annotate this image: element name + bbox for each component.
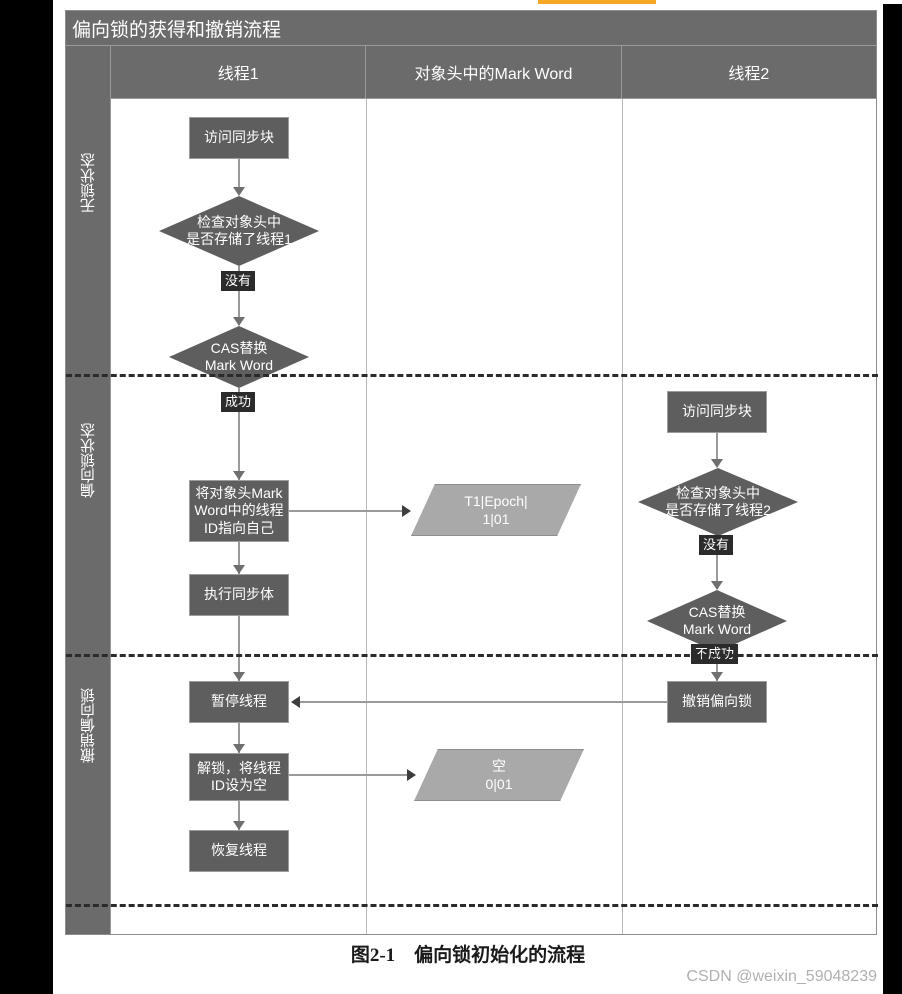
edge-t1-unlock-to-resume [238,801,240,830]
document-page: 偏向锁的获得和撤销流程 无锁状态 偏向锁状态 撤销偏向锁 线程1 对象头中的Ma… [53,0,902,994]
flowchart-diagram: 偏向锁的获得和撤销流程 无锁状态 偏向锁状态 撤销偏向锁 线程1 对象头中的Ma… [65,10,878,935]
edge-t1-access-to-check [238,159,240,192]
arrowhead-markword-biased [402,505,411,517]
node-t1-cas[interactable]: CAS替换 Mark Word [169,326,309,388]
node-t1-check[interactable]: 检查对象头中 是否存储了线程1 [159,196,319,266]
node-t1-exec[interactable]: 执行同步体 [189,574,289,616]
node-t2-cas[interactable]: CAS替换 Mark Word [647,590,787,652]
arrowhead-t1-point [233,471,245,480]
node-markword-empty[interactable]: 空 0|01 [414,749,584,801]
node-markword-biased-label: T1|Epoch| 1|01 [464,492,528,527]
arrowhead-t2-revoke [711,672,723,681]
node-t2-access[interactable]: 访问同步块 [667,391,767,433]
figure-number: 图2-1 [350,945,396,966]
edge-label-t2-none: 没有 [699,535,734,555]
arrowhead-t1-check [233,187,245,196]
node-t2-revoke[interactable]: 撤销偏向锁 [667,681,767,723]
lane-rail: 无锁状态 偏向锁状态 撤销偏向锁 [66,46,111,934]
node-t1-pause[interactable]: 暂停线程 [189,681,289,723]
column-divider-1 [366,99,367,934]
top-white-strip [106,0,902,4]
node-t1-access[interactable]: 访问同步块 [189,117,289,159]
edge-unlock-to-markword [289,774,409,776]
edge-t1-pause-to-unlock [238,723,240,753]
lane-separator-1 [66,374,878,377]
column-divider-2 [622,99,623,934]
arrowhead-t1-pause [233,672,245,681]
lane-label-revoke: 撤销偏向锁 [80,688,97,764]
edge-label-t1-none: 没有 [221,271,256,291]
node-t1-point-self[interactable]: 将对象头Mark Word中的线程 ID指向自己 [189,480,289,542]
node-t1-unlock[interactable]: 解锁，将线程 ID设为空 [189,753,289,801]
edge-point-to-markword [289,510,404,512]
column-header-thread2: 线程2 [728,66,770,83]
lane-label-biased: 偏向锁状态 [80,423,97,499]
edge-revoke-to-pause [300,701,667,703]
arrowhead-t1-pause-from-revoke [291,696,300,708]
edge-t1-check-to-cas [238,266,240,325]
lane-label-unlocked: 无锁状态 [80,153,97,214]
node-t2-check[interactable]: 检查对象头中 是否存储了线程2 [638,468,798,536]
diagram-title: 偏向锁的获得和撤销流程 [72,19,282,41]
column-header-thread1: 线程1 [111,46,367,98]
edge-t2-access-to-check [716,433,718,465]
edge-t1-exec-to-pause [238,616,240,681]
parallelogram-shape-empty [414,749,584,801]
edge-t1-cas-to-point [238,388,240,480]
arrowhead-t1-cas [233,317,245,326]
column-header-row: 线程1 对象头中的Mark Word 线程2 [111,46,876,99]
arrowhead-t2-cas [711,581,723,590]
edge-t2-check-to-cas [716,536,718,589]
node-t1-check-label: 检查对象头中 是否存储了线程1 [186,213,292,248]
arrowhead-markword-empty [407,769,416,781]
top-accent-bar [538,0,656,4]
column-header-markword: 对象头中的Mark Word [366,46,622,98]
figure-caption: 图2-1 偏向锁初始化的流程 [53,940,883,967]
lane-separator-2 [66,654,878,657]
arrowhead-t1-unlock [233,744,245,753]
node-t1-cas-label: CAS替换 Mark Word [204,339,274,374]
node-markword-biased[interactable]: T1|Epoch| 1|01 [411,484,581,536]
arrowhead-t1-exec [233,565,245,574]
watermark: CSDN @weixin_59048239 [686,968,877,985]
flow-canvas: 访问同步块 检查对象头中 是否存储了线程1 没有 CAS替换 Mark Word… [111,99,876,934]
edge-label-t1-success: 成功 [221,392,256,412]
arrowhead-t2-check [711,459,723,468]
node-t1-resume[interactable]: 恢复线程 [189,830,289,872]
node-markword-empty-label: 空 0|01 [485,757,513,792]
node-t2-cas-label: CAS替换 Mark Word [682,603,752,638]
arrowhead-t1-resume [233,821,245,830]
edge-t1-point-to-exec [238,542,240,574]
lane-separator-3 [66,904,878,907]
diagram-title-bar: 偏向锁的获得和撤销流程 [66,11,876,46]
figure-caption-text: 偏向锁初始化的流程 [414,945,586,966]
node-t2-check-label: 检查对象头中 是否存储了线程2 [665,484,771,519]
